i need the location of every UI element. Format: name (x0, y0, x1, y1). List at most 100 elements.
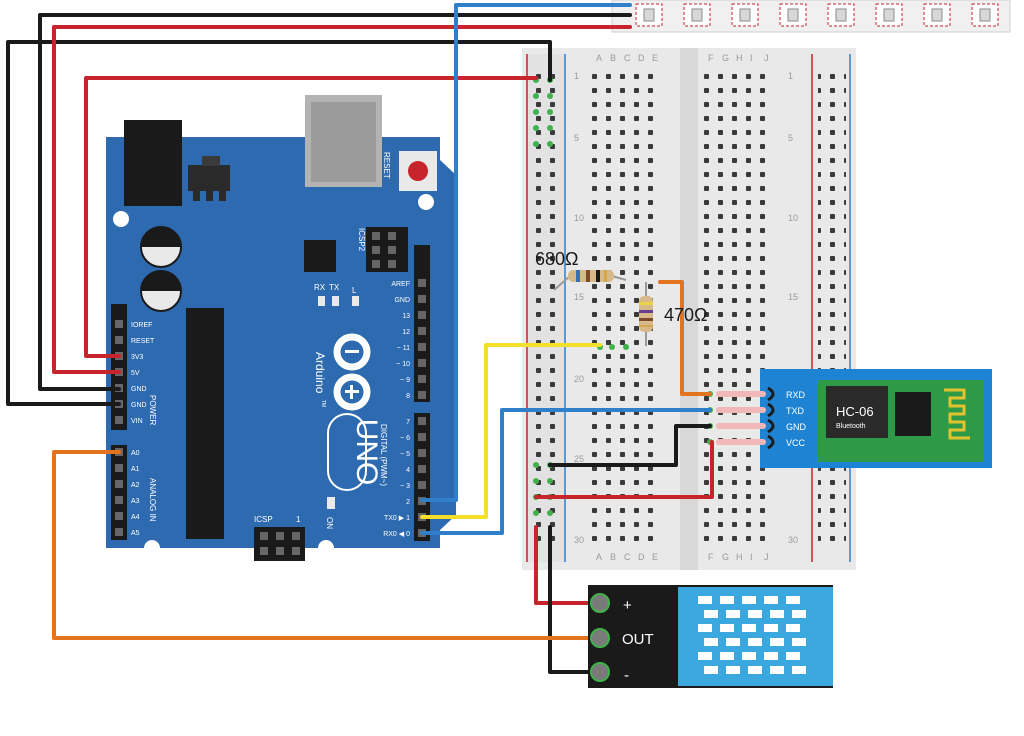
column-letter: D (638, 53, 645, 63)
digital-pin-label: ~ 10 (396, 361, 410, 368)
digital-pin-label: ~ 9 (400, 377, 410, 384)
hc06-pin-label: RXD (786, 390, 806, 400)
column-letter: G (722, 53, 729, 63)
wire-red-hc06-vcc (534, 440, 714, 499)
digital-header-bottom (414, 413, 430, 541)
reset-button-cap[interactable] (408, 161, 428, 181)
dht-vent (742, 652, 756, 660)
wires (6, 3, 714, 674)
icsp-label: ICSP (254, 515, 273, 524)
column-letter: H (736, 552, 743, 562)
column-letter: E (652, 552, 658, 562)
dht-vent (698, 596, 712, 604)
header-pin (418, 343, 426, 351)
header-pin (418, 327, 426, 335)
arduino-brand: Arduino (313, 352, 327, 394)
atmega-chip (186, 308, 224, 539)
regulator (188, 165, 230, 191)
l-led (352, 296, 359, 306)
icsp-pin1-label: 1 (296, 515, 301, 524)
dht-vent (726, 610, 740, 618)
header-pin (418, 391, 426, 399)
resistor-470 (639, 282, 653, 346)
column-letter: E (652, 53, 658, 63)
digital-pin-label: ~ 3 (400, 483, 410, 490)
hc06-pin-lead (716, 407, 766, 413)
regulator-pin (193, 191, 200, 201)
row-number: 10 (788, 213, 798, 223)
column-letter: J (764, 53, 769, 63)
usb-inner (311, 102, 376, 182)
header-pin (115, 496, 123, 504)
wire-orange-divider (658, 280, 712, 396)
dht-vent (698, 624, 712, 632)
dht-vent (786, 652, 800, 660)
analog-pin-label: A5 (131, 530, 140, 537)
column-letter: B (610, 53, 616, 63)
power-label: POWER (148, 395, 157, 425)
wire-blue-rx (420, 408, 712, 535)
capacitor-mark (141, 271, 181, 291)
dht-vent (720, 652, 734, 660)
resistor-470-label: 470Ω (664, 305, 708, 325)
dht-vent (704, 666, 718, 674)
header-pin (418, 481, 426, 489)
analog-pin-label: A0 (131, 450, 140, 457)
l-label: L (352, 286, 357, 295)
hc06-chip (895, 392, 931, 436)
hc06-pin-header (767, 386, 775, 402)
digital-label: DIGITAL (PWM~) (379, 424, 388, 486)
mount-hole (144, 540, 160, 556)
header-pin (115, 512, 123, 520)
dht-vent (704, 638, 718, 646)
analog-pin-label: A4 (131, 514, 140, 521)
rx-led (318, 296, 325, 306)
arduino-logo (333, 333, 371, 411)
dht-vent (698, 652, 712, 660)
wire-orange-a0-dht (52, 450, 602, 640)
dht-pin-minus (590, 662, 610, 682)
dht-pin-out (590, 628, 610, 648)
icsp2-label: ICSP2 (357, 228, 366, 252)
hc06-pin-header (767, 418, 775, 434)
reset-label: RESET (382, 152, 391, 179)
dht-vent (786, 596, 800, 604)
digital-pin-label: AREF (391, 281, 410, 288)
dht-out-label: OUT (622, 631, 654, 648)
resistor-680 (553, 270, 627, 291)
hc06-pin-lead (716, 391, 766, 397)
digital-pin-label: TX0 ▶ 1 (384, 515, 410, 522)
power-pin-label: GND (131, 386, 147, 393)
dht-vent (748, 610, 762, 618)
hc06-pin-label: TXD (786, 406, 805, 416)
dht-vent (726, 666, 740, 674)
dht-vent (764, 624, 778, 632)
capacitor-mark (141, 227, 181, 247)
regulator-tab (202, 156, 220, 166)
header-pin (115, 416, 123, 424)
led-pixel (683, 3, 711, 27)
row-number: 5 (574, 133, 579, 143)
power-pin-label: 3V3 (131, 354, 144, 361)
tx-led (332, 296, 339, 306)
dht-vent (792, 666, 806, 674)
header-pin (115, 480, 123, 488)
mount-hole (113, 211, 129, 227)
hc06-shield (826, 386, 888, 438)
analog-pin-label: A2 (131, 482, 140, 489)
row-number: 15 (574, 292, 584, 302)
dht-vent (748, 638, 762, 646)
digital-pin-label: 2 (406, 499, 410, 506)
row-number: 20 (574, 374, 584, 384)
analog-pin-label: A3 (131, 498, 140, 505)
dht-vent (792, 610, 806, 618)
dht-vent (764, 596, 778, 604)
digital-pin-label: 7 (406, 419, 410, 426)
header-pin (418, 375, 426, 383)
header-pin (115, 320, 123, 328)
led-pixel (971, 3, 999, 27)
digital-pin-label: ~ 5 (400, 451, 410, 458)
column-letter: I (750, 552, 753, 562)
